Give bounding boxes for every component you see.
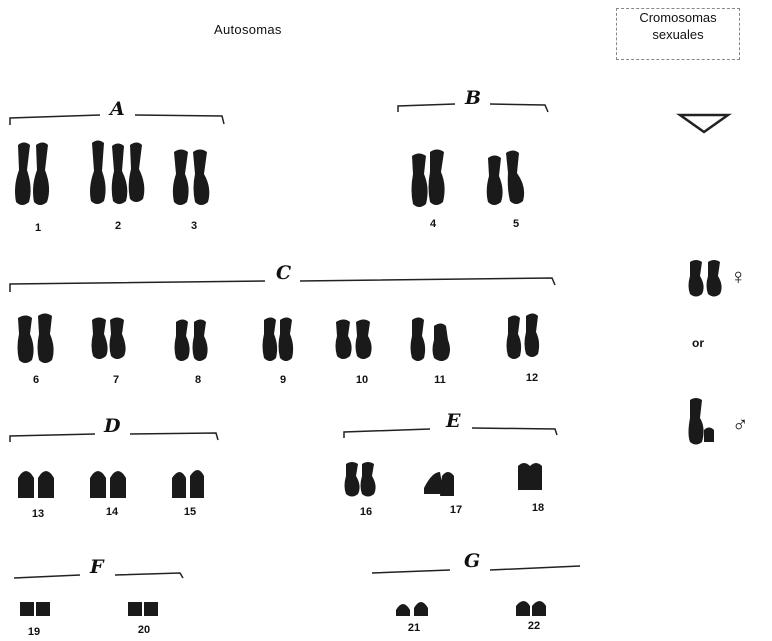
chromosome-number-10: 10 [352, 374, 372, 386]
chromosome-pair-2 [90, 141, 144, 205]
chromosome-pair-9 [263, 318, 294, 362]
chromosome-number-2: 2 [108, 220, 128, 232]
chromosome-pair-7 [92, 318, 126, 360]
or-label: or [692, 336, 704, 350]
chromosome-number-13: 13 [28, 508, 48, 520]
chromosome-number-3: 3 [184, 220, 204, 232]
chromosome-pair-18 [518, 463, 542, 490]
chromosome-pair-6 [18, 314, 54, 364]
chromosome-number-6: 6 [26, 374, 46, 386]
chromosome-pair-11 [411, 318, 451, 362]
chromosome-number-12: 12 [522, 372, 542, 384]
chromosome-number-4: 4 [423, 218, 443, 230]
chromosome-pair-19 [20, 602, 50, 616]
chromosome-pair-1 [15, 143, 49, 206]
chromosome-number-21: 21 [404, 622, 424, 634]
chromosome-pair-21 [396, 602, 428, 616]
chromosome-number-16: 16 [356, 506, 376, 518]
chromosome-number-9: 9 [273, 374, 293, 386]
chromosome-number-14: 14 [102, 506, 122, 518]
chromosome-pair-8 [175, 320, 208, 362]
chromosome-pair-15 [172, 470, 204, 498]
chromosome-number-18: 18 [528, 502, 548, 514]
chromosome-number-1: 1 [28, 222, 48, 234]
chromosome-number-8: 8 [188, 374, 208, 386]
male-symbol: ♂ [732, 412, 749, 438]
chromosome-number-19: 19 [24, 626, 44, 638]
chromosome-number-5: 5 [506, 218, 526, 230]
chromosome-number-11: 11 [430, 374, 450, 386]
female-symbol: ♀ [730, 264, 747, 290]
chromosome-number-15: 15 [180, 506, 200, 518]
sex-chromosomes-female [689, 260, 722, 297]
sex-chromosomes-male [689, 398, 715, 445]
chromosome-number-7: 7 [106, 374, 126, 386]
chromosome-pair-5 [487, 151, 524, 206]
chromosome-pair-4 [412, 150, 445, 208]
chromosome-pair-10 [336, 320, 372, 360]
chromosome-pair-16 [345, 462, 376, 497]
chromosome-number-20: 20 [134, 624, 154, 636]
chromosome-pair-3 [173, 150, 209, 206]
chromosome-pair-12 [507, 314, 540, 360]
chromosome-number-22: 22 [524, 620, 544, 632]
chromosome-pair-13 [18, 471, 54, 498]
chromosome-pair-14 [90, 471, 126, 498]
chromosome-pair-22 [516, 601, 546, 616]
chromosome-number-17: 17 [446, 504, 466, 516]
chromosome-pair-17 [424, 472, 454, 496]
chromosome-pair-20 [128, 602, 158, 616]
